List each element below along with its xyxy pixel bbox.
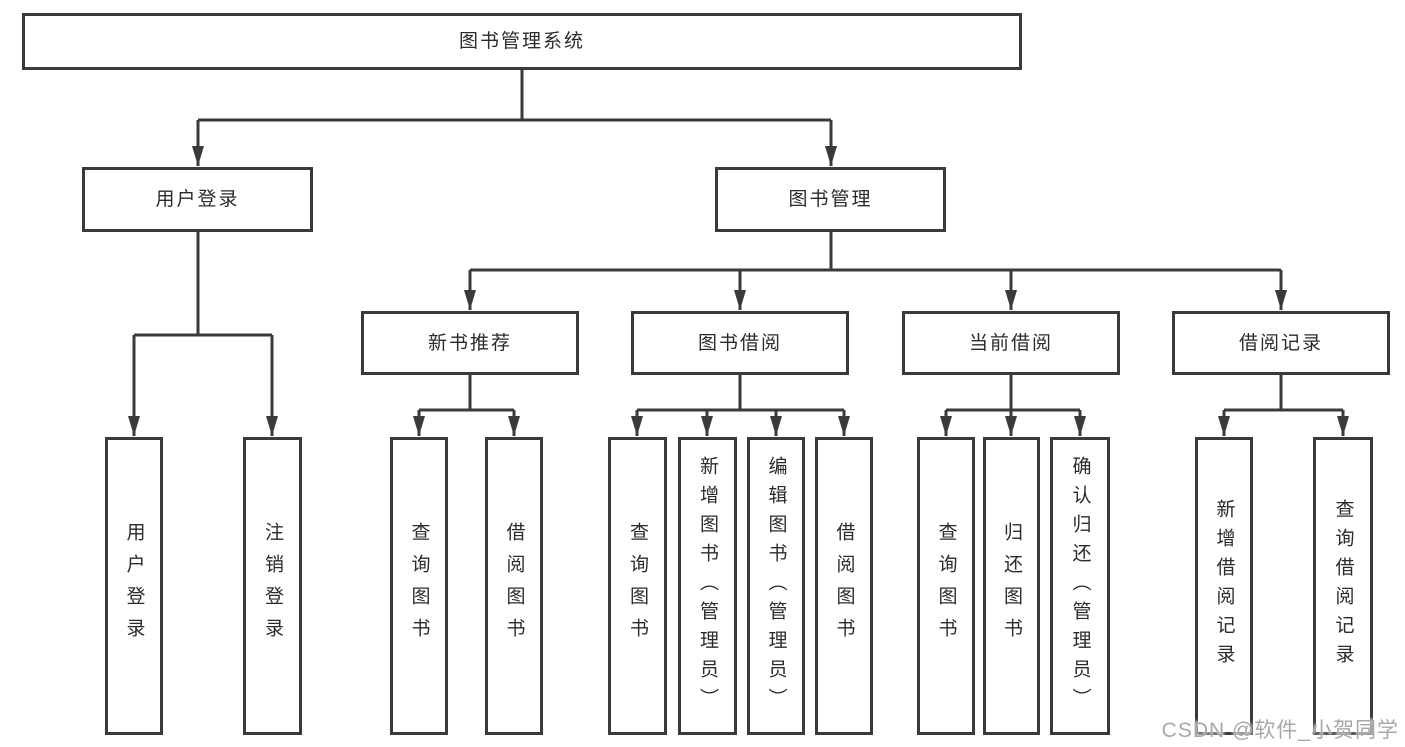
leaf-query-books-borrowing: 查询图书 [608, 437, 667, 735]
node-current-borrowing: 当前借阅 [902, 311, 1120, 375]
leaf-label: 借阅图书 [833, 522, 855, 650]
node-library-management-system: 图书管理系统 [22, 13, 1022, 70]
node-borrow-records: 借阅记录 [1172, 311, 1390, 375]
leaf-add-borrow-record: 新增借阅记录 [1195, 437, 1253, 735]
leaf-label: 归还图书 [1001, 522, 1022, 650]
leaf-label: 查询图书 [408, 522, 430, 650]
node-book-management: 图书管理 [715, 167, 946, 232]
leaf-edit-books-admin: 编辑图书（管理员） [747, 437, 805, 735]
leaf-label: 新增借阅记录 [1213, 499, 1235, 673]
leaf-query-borrow-record: 查询借阅记录 [1313, 437, 1373, 735]
leaf-borrow-books-borrowing: 借阅图书 [815, 437, 873, 735]
node-label: 当前借阅 [968, 332, 1053, 354]
leaf-label: 查询图书 [627, 522, 648, 650]
leaf-user-login: 用户登录 [105, 437, 163, 735]
leaf-label: 借阅图书 [503, 522, 525, 650]
node-label: 借阅记录 [1238, 332, 1323, 354]
leaf-label: 新增图书（管理员） [697, 455, 718, 717]
leaf-confirm-return-admin: 确认归还（管理员） [1050, 437, 1110, 735]
leaf-label: 查询图书 [935, 522, 957, 650]
node-new-book-recommend: 新书推荐 [361, 311, 579, 375]
node-label: 用户登录 [155, 189, 240, 210]
leaf-borrow-books-recommend: 借阅图书 [485, 437, 543, 735]
node-label: 图书管理 [788, 189, 873, 210]
leaf-label: 确认归还（管理员） [1069, 455, 1091, 717]
leaf-query-books-recommend: 查询图书 [390, 437, 448, 735]
node-user-login: 用户登录 [82, 167, 313, 232]
leaf-label: 注销登录 [262, 522, 283, 650]
leaf-logout: 注销登录 [243, 437, 302, 735]
leaf-return-books: 归还图书 [983, 437, 1040, 735]
leaf-label: 编辑图书（管理员） [765, 455, 787, 717]
csdn-watermark: CSDN @软件_小贺同学 [1161, 719, 1399, 742]
leaf-query-books-current: 查询图书 [917, 437, 975, 735]
node-label: 图书借阅 [697, 332, 782, 354]
node-book-borrowing: 图书借阅 [631, 311, 849, 375]
node-label: 新书推荐 [427, 332, 512, 354]
leaf-label: 查询借阅记录 [1332, 499, 1354, 673]
node-label: 图书管理系统 [458, 31, 585, 52]
leaf-add-books-admin: 新增图书（管理员） [678, 437, 737, 735]
leaf-label: 用户登录 [123, 522, 145, 650]
